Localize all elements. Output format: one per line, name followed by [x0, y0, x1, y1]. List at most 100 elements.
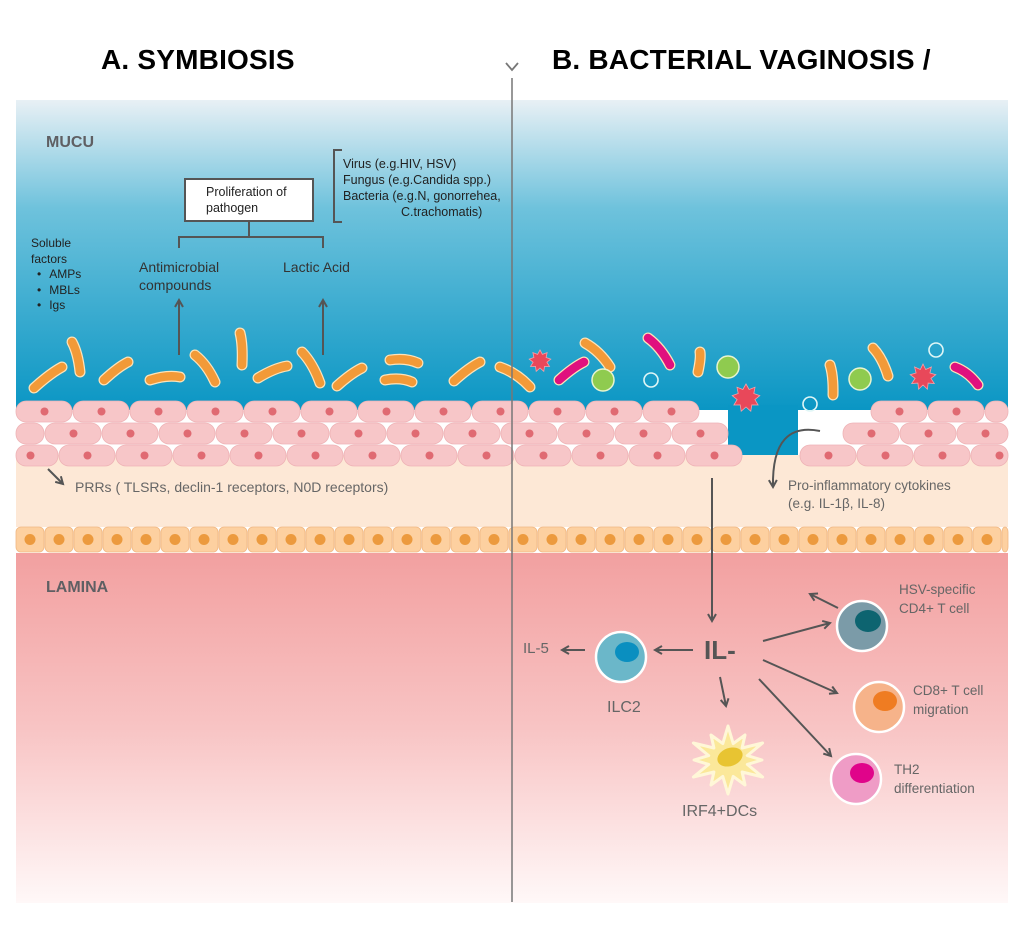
- lactobacillus-rod: [495, 362, 535, 392]
- pathogen-example-bacteria-cont: C.trachomatis): [401, 205, 483, 219]
- epithelial-nucleus: [824, 451, 833, 460]
- green-coccus: [848, 367, 872, 391]
- clear-coccus: [928, 342, 944, 358]
- epithelial-nucleus: [710, 451, 719, 460]
- epithelial-nucleus: [539, 451, 548, 460]
- pathogen-example-bacteria: Bacteria (e.g.N, gonorrehea,: [343, 189, 501, 203]
- green-coccus: [716, 355, 740, 379]
- clear-coccus: [802, 396, 818, 412]
- il-center-label: IL-: [704, 635, 736, 665]
- epithelial-nucleus: [40, 407, 49, 416]
- epithelial-nucleus: [525, 429, 534, 438]
- basal-nucleus: [430, 534, 442, 545]
- prr-arrow: [47, 468, 63, 484]
- irf4-label: IRF4+DCs: [682, 803, 758, 820]
- bacteria-layer: [28, 327, 984, 412]
- epithelial-nucleus: [83, 451, 92, 460]
- epithelial-nucleus: [881, 451, 890, 460]
- hsv-line1: HSV-specific: [899, 582, 976, 597]
- basal-nucleus: [749, 534, 761, 545]
- cd8-line1: CD8+ T cell: [913, 683, 984, 698]
- epithelial-nucleus: [240, 429, 249, 438]
- cytokines-line1: Pro-inflammatory cytokines: [788, 478, 951, 493]
- basal-nucleus: [691, 534, 703, 545]
- hsv-cd4-label: HSV-specific CD4+ T cell: [899, 580, 976, 618]
- epithelial-nucleus: [425, 451, 434, 460]
- arrow-to-dc: [719, 676, 726, 706]
- pathogen-proliferation-box: Proliferation of pathogen: [184, 178, 314, 222]
- arrow-to-cd8: [762, 659, 837, 693]
- pathogen-bracket: [333, 149, 342, 223]
- epithelial-nucleus: [197, 451, 206, 460]
- basal-nucleus: [24, 534, 36, 545]
- epithelial-nucleus: [439, 407, 448, 416]
- basal-nucleus: [488, 534, 500, 545]
- basal-nucleus: [198, 534, 210, 545]
- dendritic-cell-nucleus: [717, 747, 743, 767]
- star-pathogen: [731, 383, 761, 412]
- lactobacillus-rod: [693, 347, 705, 377]
- arrow-cd4-out: [810, 594, 839, 609]
- epithelial-nucleus: [325, 407, 334, 416]
- epithelial-nucleus: [368, 451, 377, 460]
- soluble-factors-list: AMPs MBLs Igs: [31, 267, 81, 314]
- epithelial-nucleus: [154, 407, 163, 416]
- epithelial-nucleus: [468, 429, 477, 438]
- clear-coccus: [643, 372, 659, 388]
- epithelial-nucleus: [981, 429, 990, 438]
- green-coccus: [591, 368, 615, 392]
- lactic-acid-label: Lactic Acid: [283, 259, 350, 275]
- epithelial-nucleus: [254, 451, 263, 460]
- basal-nucleus: [314, 534, 326, 545]
- basal-nucleus: [720, 534, 732, 545]
- arrow-to-cd4: [762, 623, 830, 642]
- basal-nucleus: [633, 534, 645, 545]
- basal-nucleus: [372, 534, 384, 545]
- epithelial-nucleus: [696, 429, 705, 438]
- th2-line2: differentiation: [894, 781, 975, 796]
- lactobacillus-rod: [99, 357, 133, 385]
- epithelial-nucleus: [553, 407, 562, 416]
- cd8-t-cell: [852, 680, 906, 734]
- soluble-factor-item: Igs: [31, 298, 81, 314]
- epithelial-nucleus: [354, 429, 363, 438]
- lactobacillus-rod: [29, 362, 67, 393]
- epithelial-nucleus: [653, 451, 662, 460]
- lactobacillus-rod: [332, 363, 367, 391]
- basal-nucleus: [401, 534, 413, 545]
- epithelial-nucleus: [140, 451, 149, 460]
- soluble-factors-title-1: Soluble: [31, 236, 72, 250]
- cytokines-label: Pro-inflammatory cytokines (e.g. IL-1β, …: [788, 477, 951, 513]
- basal-nucleus: [140, 534, 152, 545]
- epithelial-nucleus: [610, 407, 619, 416]
- epithelial-nucleus: [69, 429, 78, 438]
- epithelial-nucleus: [482, 451, 491, 460]
- epithelial-nucleus: [183, 429, 192, 438]
- chevron-down-icon[interactable]: [505, 62, 519, 72]
- hsv-line2: CD4+ T cell: [899, 601, 970, 616]
- lactobacillus-rod: [825, 360, 838, 400]
- antimicrobial-line1: Antimicrobial: [139, 259, 220, 275]
- epithelial-cell: [15, 422, 45, 445]
- basal-nucleus: [836, 534, 848, 545]
- basal-nucleus: [662, 534, 674, 545]
- lactobacillus-rod: [145, 372, 185, 385]
- basal-nucleus: [807, 534, 819, 545]
- epithelial-nucleus: [867, 429, 876, 438]
- cd4-t-cell: [835, 599, 889, 653]
- th2-cell: [829, 752, 883, 806]
- mucus-label: MUCU: [46, 134, 94, 151]
- epithelial-nucleus: [496, 407, 505, 416]
- epithelial-nucleus: [667, 407, 676, 416]
- panel-b-title: B. BACTERIAL VAGINOSIS /: [552, 44, 931, 75]
- cytokines-line2: (e.g. IL-1β, IL-8): [788, 496, 886, 511]
- basal-nucleus: [778, 534, 790, 545]
- lamina-label: LAMINA: [46, 579, 109, 596]
- cd8-label: CD8+ T cell migration: [913, 681, 983, 719]
- basal-nucleus: [169, 534, 181, 545]
- lactobacillus-rod: [297, 347, 325, 388]
- th2-line1: TH2: [894, 762, 920, 777]
- lactobacillus-rod: [385, 355, 423, 368]
- pathogen-rod: [643, 333, 675, 370]
